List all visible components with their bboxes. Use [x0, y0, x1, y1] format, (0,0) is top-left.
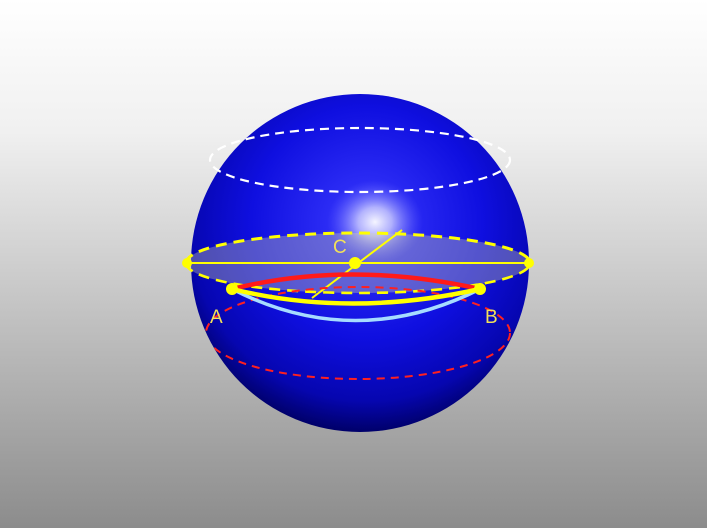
point-A — [226, 283, 238, 295]
upper-dashed-circle — [208, 126, 512, 194]
point-C — [349, 257, 361, 269]
small-circle-dashed — [205, 286, 511, 380]
equator-front — [184, 262, 532, 295]
specular-highlight — [327, 180, 423, 264]
small-circle-arc-AB — [231, 272, 481, 292]
chord-arc-AB — [231, 286, 481, 306]
equator-left-point — [182, 258, 192, 268]
label-B: B — [485, 307, 498, 328]
equator-right-point — [524, 258, 534, 268]
great-circle-arc-AB — [231, 287, 481, 323]
label-C: C — [333, 237, 347, 258]
equator-back-dashed — [184, 231, 532, 264]
label-A: A — [210, 307, 223, 328]
point-B — [474, 283, 486, 295]
